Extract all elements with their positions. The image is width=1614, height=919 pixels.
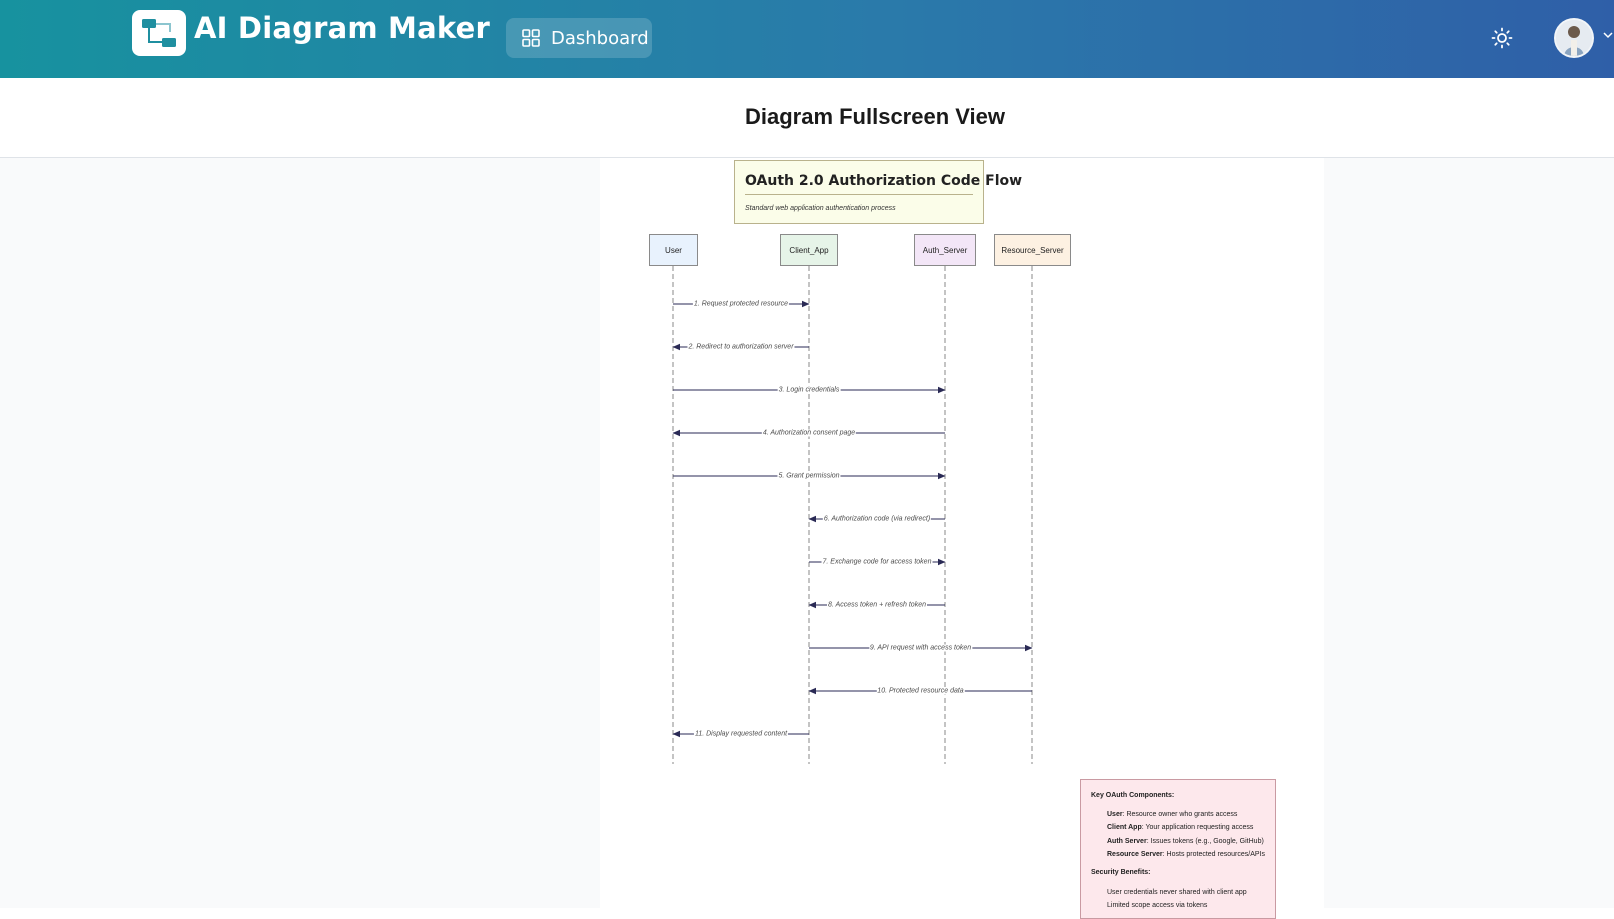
message-label: 5. Grant permission bbox=[777, 472, 841, 480]
participant-label: Client_App bbox=[789, 245, 829, 255]
participant-user: User bbox=[649, 234, 698, 266]
message-label: 10. Protected resource data bbox=[876, 687, 965, 695]
dashboard-button[interactable]: Dashboard bbox=[506, 18, 652, 58]
dashboard-grid-icon bbox=[522, 29, 540, 47]
message-label: 2. Redirect to authorization server bbox=[687, 343, 795, 351]
participant-resource-server: Resource_Server bbox=[994, 234, 1071, 266]
message-label: 11. Display requested content bbox=[693, 730, 789, 738]
dashboard-label: Dashboard bbox=[551, 27, 649, 49]
avatar-image bbox=[1556, 20, 1592, 56]
page-header: Diagram Fullscreen View bbox=[0, 78, 1614, 158]
notes-box: Key OAuth Components: User: Resource own… bbox=[1080, 779, 1276, 919]
notes-component-item: User: Resource owner who grants access bbox=[1107, 811, 1238, 818]
participant-auth-server: Auth_Server bbox=[914, 234, 976, 266]
notes-components-heading: Key OAuth Components: bbox=[1091, 792, 1175, 799]
message-label: 9. API request with access token bbox=[868, 644, 973, 652]
message-label: 3. Login credentials bbox=[777, 386, 841, 394]
diagram-logo-icon bbox=[142, 19, 176, 47]
sun-icon bbox=[1491, 27, 1513, 49]
message-label: 6. Authorization code (via redirect) bbox=[822, 515, 932, 523]
message-label: 1. Request protected resource bbox=[692, 300, 790, 308]
diagram-title: OAuth 2.0 Authorization Code Flow bbox=[745, 173, 1023, 189]
message-label: 8. Access token + refresh token bbox=[827, 601, 927, 609]
diagram-title-box: OAuth 2.0 Authorization Code Flow Standa… bbox=[734, 160, 1022, 224]
message-label: 4. Authorization consent page bbox=[761, 429, 857, 437]
notes-benefit-item: Limited scope access via tokens bbox=[1107, 902, 1208, 909]
notes-benefit-item: User credentials never shared with clien… bbox=[1107, 889, 1247, 896]
app-logo[interactable] bbox=[132, 10, 186, 56]
notes-component-item: Auth Server: Issues tokens (e.g., Google… bbox=[1107, 838, 1264, 845]
app-title: AI Diagram Maker bbox=[194, 11, 490, 45]
user-avatar[interactable] bbox=[1554, 18, 1594, 58]
diagram-canvas[interactable] bbox=[0, 158, 1614, 908]
page-title: Diagram Fullscreen View bbox=[744, 104, 1006, 129]
participant-label: Auth_Server bbox=[922, 245, 968, 255]
notes-component-item: Client App: Your application requesting … bbox=[1107, 824, 1254, 831]
participant-label: User bbox=[665, 245, 682, 255]
theme-toggle-button[interactable] bbox=[1490, 26, 1514, 50]
message-label: 7. Exchange code for access token bbox=[821, 558, 933, 566]
participant-label: Resource_Server bbox=[1001, 245, 1064, 255]
top-navigation-bar: AI Diagram Maker Dashboard bbox=[0, 0, 1614, 78]
chevron-down-icon[interactable] bbox=[1603, 32, 1613, 39]
notes-benefits-heading: Security Benefits: bbox=[1091, 869, 1151, 876]
diagram-subtitle: Standard web application authentication … bbox=[745, 205, 896, 212]
notes-component-item: Resource Server: Hosts protected resourc… bbox=[1107, 851, 1265, 858]
title-divider bbox=[745, 194, 973, 195]
participant-client-app: Client_App bbox=[780, 234, 838, 266]
